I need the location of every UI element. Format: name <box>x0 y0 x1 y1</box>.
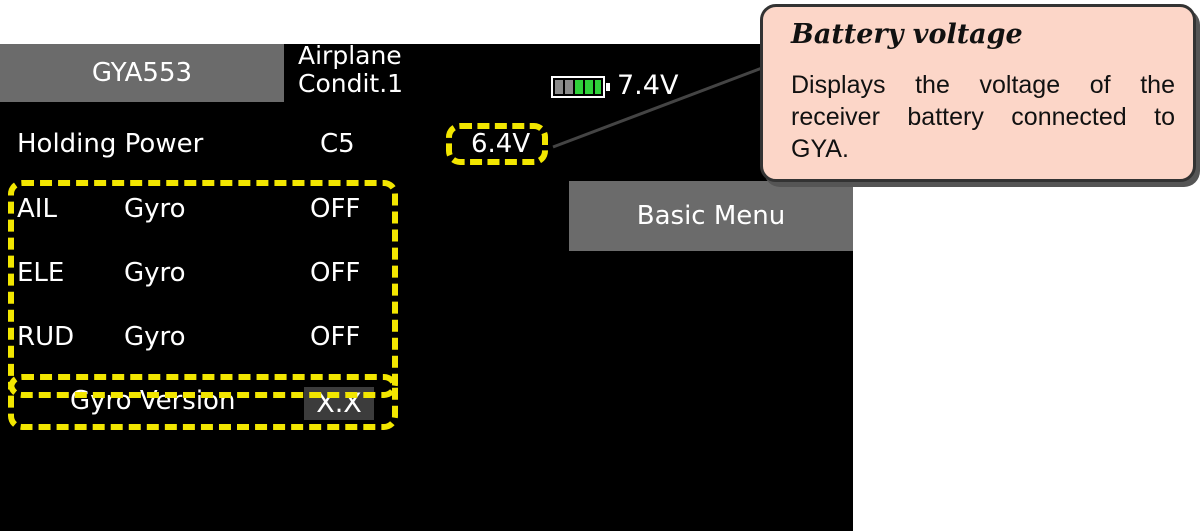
gyro-label: Gyro <box>124 194 186 224</box>
gyro-state-button[interactable]: OFF <box>310 258 361 288</box>
highlight-gyro-settings <box>8 180 398 398</box>
model-type: Airplane <box>298 41 402 70</box>
highlight-rx-voltage <box>446 123 548 165</box>
battery-cell <box>575 80 583 94</box>
holding-power-switch[interactable]: C5 <box>320 129 355 159</box>
gyro-label: Gyro <box>124 258 186 288</box>
gyro-state-button[interactable]: OFF <box>310 322 361 352</box>
model-name: GYA553 <box>91 58 193 88</box>
battery-cell <box>585 80 593 94</box>
holding-power-label: Holding Power <box>17 129 204 159</box>
callout-title: Battery voltage <box>791 19 1023 50</box>
gyro-channel: RUD <box>17 322 75 352</box>
battery-cell <box>595 80 601 94</box>
transmitter-screen: GYA553 Airplane Condit.1 7.4V Holding Po… <box>0 42 853 531</box>
battery-cell <box>565 80 573 94</box>
gyro-version-label: Gyro Version <box>70 386 236 416</box>
gyro-state-button[interactable]: OFF <box>310 194 361 224</box>
gyro-channel: ELE <box>17 258 65 288</box>
model-condition-display: Airplane Condit.1 <box>298 42 403 98</box>
condition-name: Condit.1 <box>298 69 404 98</box>
rx-battery-voltage: 6.4V <box>471 129 531 159</box>
tx-battery-voltage: 7.4V <box>617 70 679 101</box>
battery-icon <box>551 76 610 98</box>
basic-menu-label: Basic Menu <box>636 201 786 231</box>
callout-body: Displays the voltage of the receiver bat… <box>791 71 1175 163</box>
model-name-button[interactable]: GYA553 <box>0 44 284 102</box>
highlight-gyro-version <box>8 374 398 430</box>
battery-cell <box>555 80 563 94</box>
battery-voltage-callout: Battery voltage Displays the voltage of … <box>760 4 1196 182</box>
gyro-channel: AIL <box>17 194 57 224</box>
basic-menu-button[interactable]: Basic Menu <box>569 181 853 251</box>
gyro-label: Gyro <box>124 322 186 352</box>
